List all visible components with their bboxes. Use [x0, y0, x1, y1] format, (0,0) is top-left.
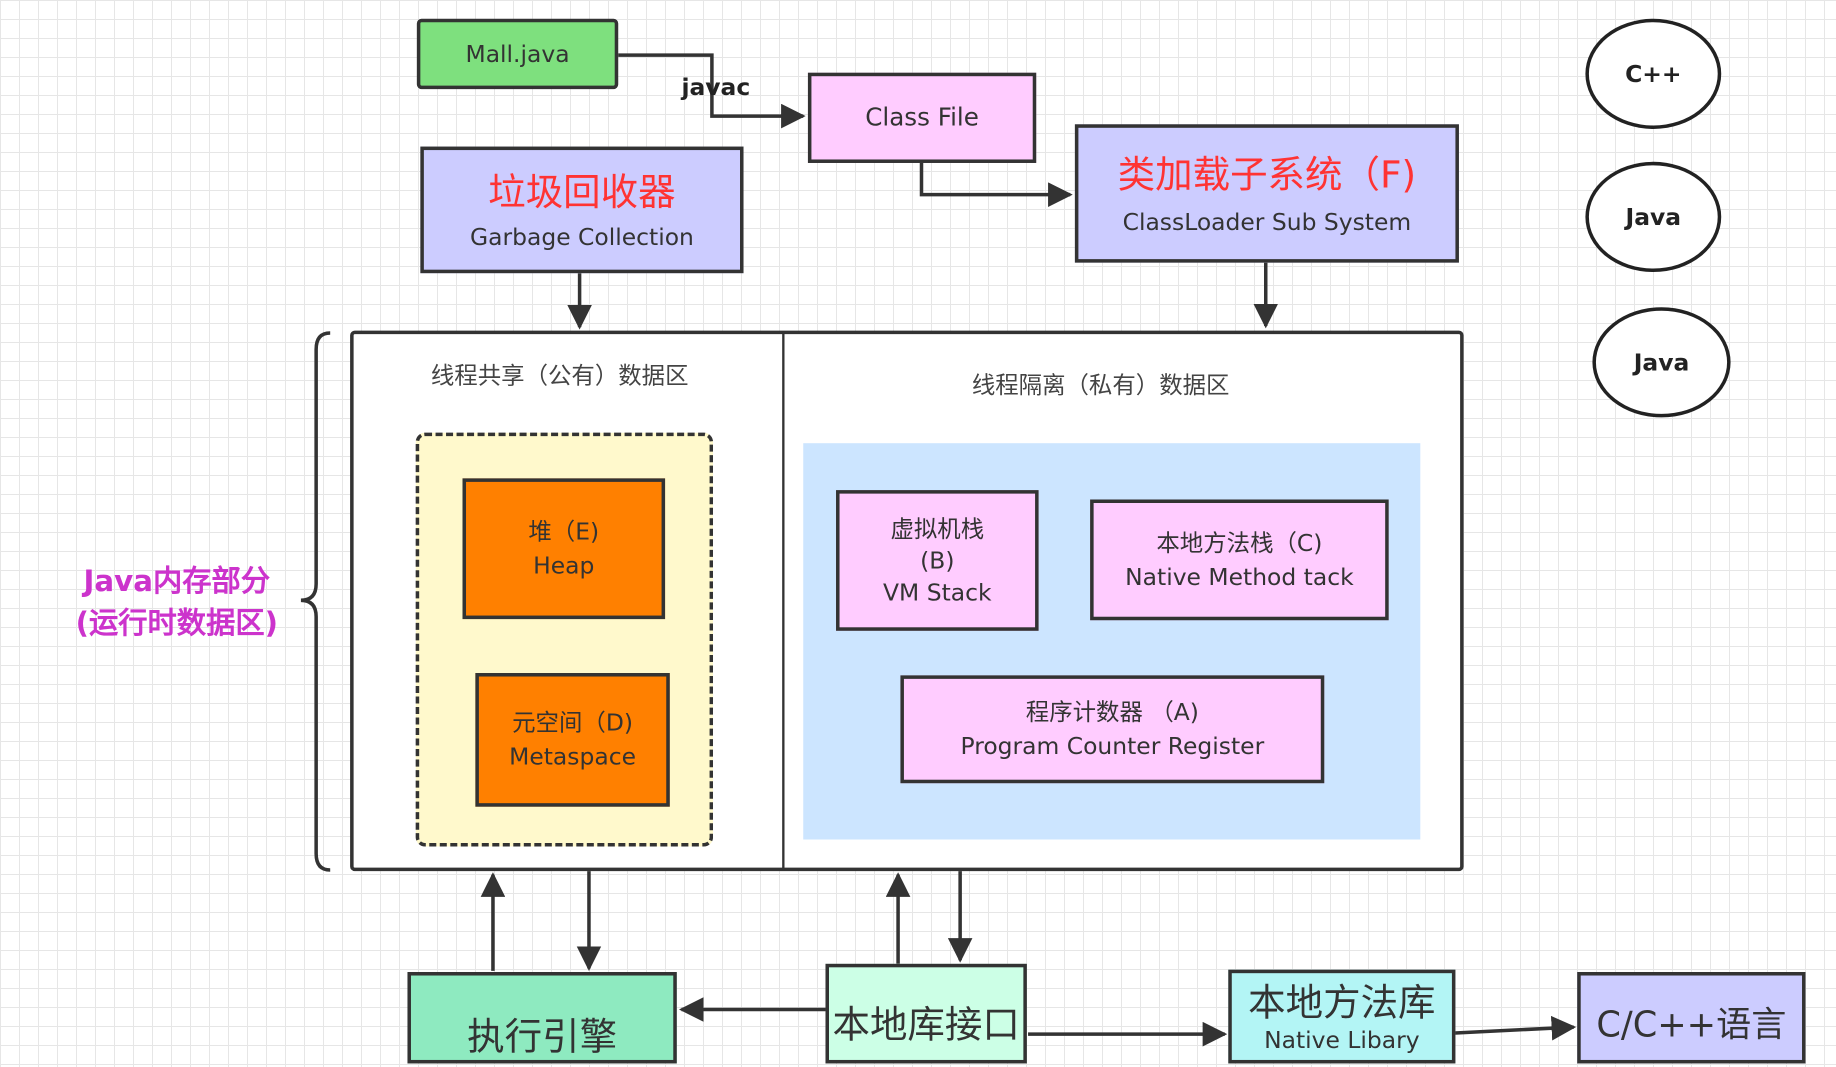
- classloader-node: 类加载子系统（F) ClassLoader Sub System: [1074, 124, 1459, 263]
- classloader-title: 类加载子系统（F): [1117, 151, 1417, 197]
- language-circle-java-2: Java: [1592, 307, 1731, 418]
- language-circle-java-1: Java: [1585, 161, 1722, 273]
- vm-stack-label-en: VM Stack: [883, 577, 992, 606]
- execution-engine-node: 执行引擎: [407, 972, 677, 1064]
- classloader-subtitle: ClassLoader Sub System: [1122, 206, 1412, 236]
- metaspace-label-cn: 元空间（D): [512, 708, 633, 737]
- cpp-language-label: C/C++语言: [1596, 1005, 1787, 1047]
- vm-stack-label-cn: 虚拟机栈: [890, 514, 985, 543]
- garbage-collector-subtitle: Garbage Collection: [469, 222, 694, 251]
- garbage-collector-title: 垃圾回收器: [488, 169, 676, 214]
- mall-java-node: Mall.java: [416, 18, 619, 90]
- heap-label-cn: 堆（E): [528, 517, 600, 546]
- metaspace-node: 元空间（D) Metaspace: [475, 673, 670, 807]
- native-library-title: 本地方法库: [1248, 979, 1436, 1025]
- program-counter-label-en: Program Counter Register: [960, 731, 1265, 760]
- shared-area-title: 线程共享（公有）数据区: [430, 361, 689, 390]
- native-interface-node: 本地库接口: [825, 963, 1027, 1064]
- arrow-mall-to-classfile: [618, 53, 806, 129]
- vm-stack-label-letter: (B): [920, 545, 955, 574]
- arrow-library-to-cpp: [1455, 1015, 1577, 1041]
- execution-engine-label: 执行引擎: [467, 1014, 618, 1059]
- native-method-stack-label-en: Native Method tack: [1125, 562, 1354, 591]
- private-area-title: 线程隔离（私有）数据区: [971, 370, 1230, 399]
- memory-brace-label: Java内存部分 (运行时数据区): [47, 560, 307, 644]
- javac-label: javac: [681, 72, 751, 101]
- memory-label-line1: Java内存部分: [83, 563, 271, 598]
- native-library-node: 本地方法库 Native Libary: [1228, 969, 1456, 1064]
- mall-java-label: Mall.java: [465, 39, 570, 68]
- memory-brace: [300, 331, 331, 872]
- class-file-node: Class File: [807, 72, 1037, 163]
- garbage-collector-node: 垃圾回收器 Garbage Collection: [420, 146, 744, 274]
- native-method-stack-label-cn: 本地方法栈（C): [1156, 528, 1323, 557]
- metaspace-label-en: Metaspace: [509, 742, 636, 771]
- program-counter-node: 程序计数器 （A) Program Counter Register: [900, 675, 1325, 784]
- class-file-label: Class File: [865, 103, 979, 132]
- arrow-classfile-to-classloader: [919, 162, 1073, 207]
- cpp-language-node: C/C++语言: [1577, 972, 1806, 1064]
- memory-label-line2: (运行时数据区): [75, 606, 278, 641]
- native-library-subtitle: Native Libary: [1264, 1025, 1420, 1054]
- native-interface-label: 本地库接口: [832, 1001, 1020, 1047]
- heap-node: 堆（E) Heap: [462, 478, 666, 620]
- language-circle-cpp: C++: [1585, 18, 1722, 129]
- vm-stack-node: 虚拟机栈 (B) VM Stack: [836, 490, 1039, 631]
- program-counter-label-cn: 程序计数器 （A): [1025, 697, 1199, 726]
- heap-label-en: Heap: [533, 551, 595, 580]
- runtime-area-divider: [782, 331, 785, 870]
- native-method-stack-node: 本地方法栈（C) Native Method tack: [1090, 499, 1389, 621]
